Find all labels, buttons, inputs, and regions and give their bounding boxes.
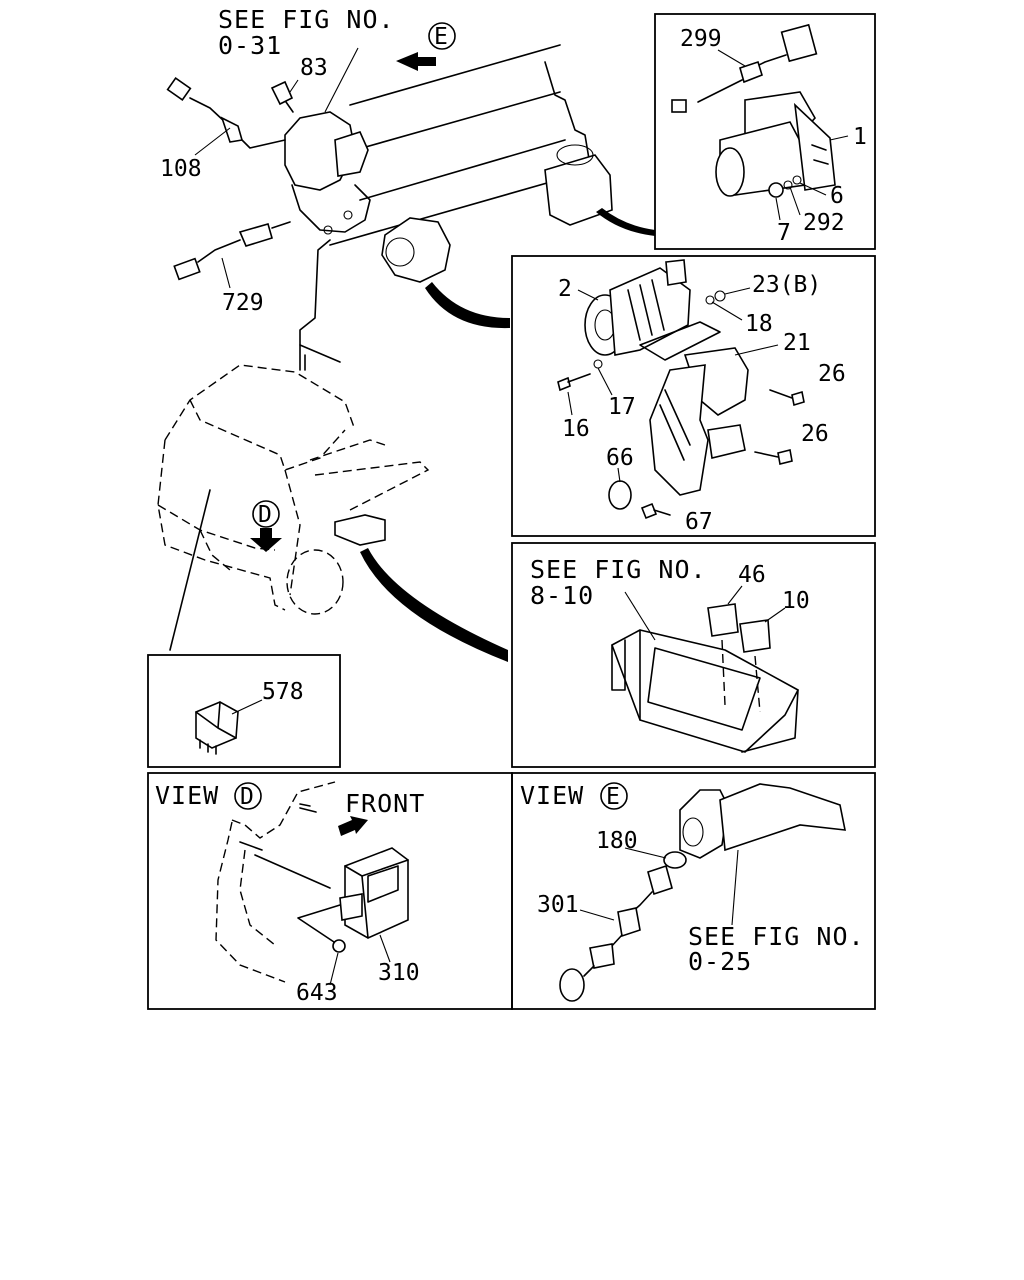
engine-area: [166, 44, 655, 371]
relay-578-panel: [147, 654, 341, 768]
callout-310: 310: [378, 960, 420, 986]
alternator-panel: [511, 255, 876, 537]
callout-578: 578: [262, 679, 304, 705]
callout-26-lower: 26: [801, 421, 829, 447]
callout-18: 18: [745, 311, 773, 337]
callout-17: 17: [608, 394, 636, 420]
callout-67: 67: [685, 509, 713, 535]
callout-1: 1: [853, 124, 867, 150]
callout-7: 7: [777, 220, 791, 246]
svg-text:VIEW: VIEW: [155, 781, 219, 810]
callout-26-upper: 26: [818, 361, 846, 387]
callout-46: 46: [738, 562, 766, 588]
alternator-assembly: [557, 259, 805, 520]
fig-ref-8-10-line1: SEE FIG NO.: [530, 555, 707, 584]
fig-ref-0-31-line2: 0-31: [218, 31, 282, 60]
callout-16: 16: [562, 416, 590, 442]
fig-ref-0-31-line1: SEE FIG NO.: [218, 5, 395, 34]
callout-299: 299: [680, 26, 722, 52]
svg-text:E: E: [606, 784, 620, 810]
sensor-108: [166, 76, 286, 149]
view-e-panel: [511, 772, 876, 1010]
callout-10: 10: [782, 588, 810, 614]
callout-66: 66: [606, 445, 634, 471]
callout-292: 292: [803, 210, 845, 236]
sensor-83: [270, 80, 294, 113]
view-e-detail: [559, 783, 846, 1002]
callout-301: 301: [537, 892, 579, 918]
relay-578: [195, 699, 263, 755]
callout-643: 643: [296, 980, 338, 1006]
view-e-marker: E: [428, 22, 456, 50]
starter-panel: [654, 13, 876, 250]
fig-ref-8-10-line2: 8-10: [530, 581, 594, 610]
view-e-heading: VIEW E: [520, 781, 628, 810]
callout-108: 108: [160, 156, 202, 182]
fig-ref-0-25-line1: SEE FIG NO.: [688, 922, 865, 951]
svg-text:VIEW: VIEW: [520, 781, 584, 810]
relay-box: [611, 585, 799, 753]
front-label: FRONT: [345, 789, 425, 818]
callout-6: 6: [830, 183, 844, 209]
svg-text:D: D: [258, 502, 272, 528]
svg-text:D: D: [240, 784, 254, 810]
starter-motor: [671, 23, 836, 198]
view-d-detail: [215, 781, 409, 986]
svg-text:E: E: [434, 24, 448, 50]
sensor-729: [173, 221, 291, 281]
callout-21: 21: [783, 330, 811, 356]
callout-729: 729: [222, 290, 264, 316]
view-d-heading: VIEW D: [155, 781, 262, 810]
relay-box-panel: [511, 542, 876, 768]
callout-23b: 23(B): [752, 272, 821, 298]
callout-180: 180: [596, 828, 638, 854]
fig-ref-0-25-line2: 0-25: [688, 947, 752, 976]
callout-2: 2: [558, 276, 572, 302]
view-d-marker: D: [252, 500, 280, 528]
callout-83: 83: [300, 55, 328, 81]
truck-front: [157, 364, 508, 662]
